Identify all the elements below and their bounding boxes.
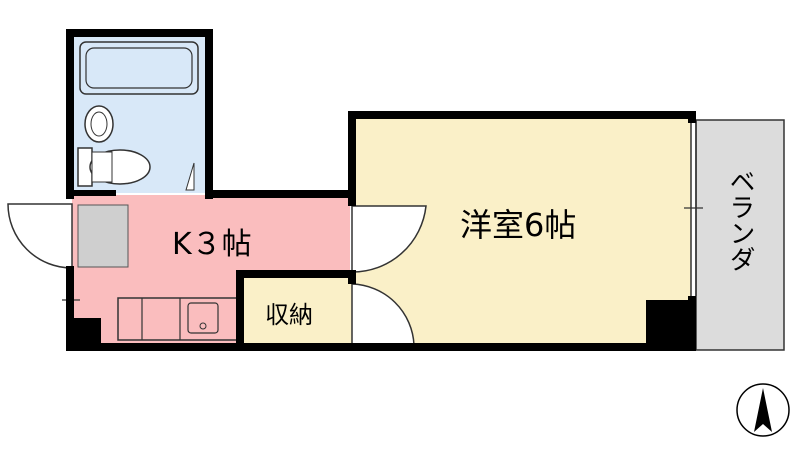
kitchen-counter xyxy=(117,297,239,341)
bathtub-inner xyxy=(85,47,193,89)
storage-label: 収納 xyxy=(265,301,313,329)
walls xyxy=(66,29,696,351)
sink-icon xyxy=(187,302,219,334)
washbasin-icon xyxy=(84,105,114,143)
bathtub-icon xyxy=(79,41,199,95)
entrance-door xyxy=(7,203,73,269)
storage-floor xyxy=(241,275,352,345)
entry-floor xyxy=(77,204,129,268)
western-room-label: 洋室6帖 xyxy=(460,206,576,244)
sink-drain xyxy=(199,322,207,330)
toilet-seat xyxy=(91,151,113,183)
balcony-label: ベランダ xyxy=(725,168,755,272)
bath-door-swing xyxy=(185,162,195,191)
balcony-floor xyxy=(695,119,785,351)
kitchen-label: K３帖 xyxy=(172,227,252,262)
washbasin-inner xyxy=(90,111,108,137)
north-arrow-icon xyxy=(736,383,790,437)
western-room-door xyxy=(351,205,427,273)
